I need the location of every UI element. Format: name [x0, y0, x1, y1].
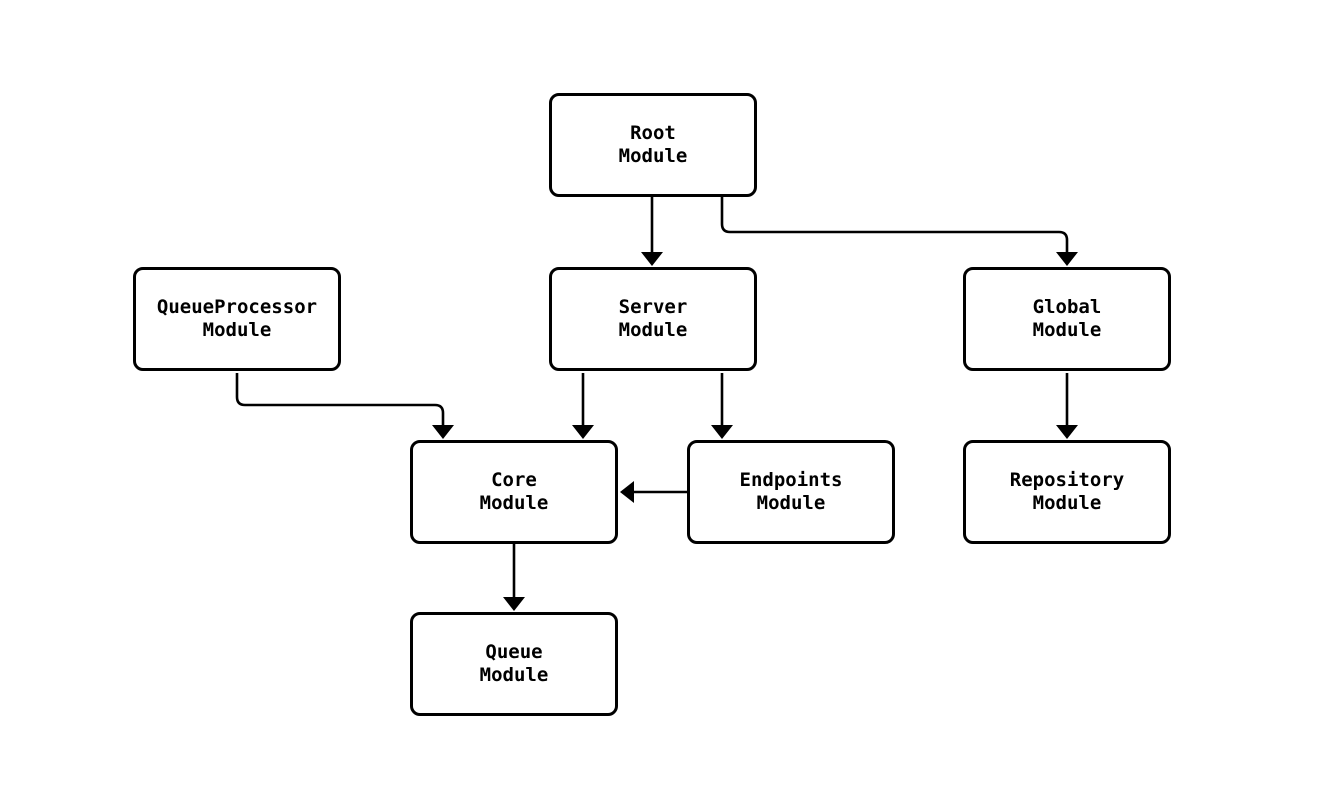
arrowhead-icon — [641, 252, 663, 266]
edge-endpoints-to-core — [620, 481, 687, 503]
node-global-module-label: Global Module — [1032, 296, 1102, 341]
arrowhead-icon — [503, 597, 525, 611]
arrowhead-icon — [572, 425, 594, 439]
arrowhead-icon — [1056, 425, 1078, 439]
node-queue-module-label: Queue Module — [479, 641, 549, 686]
node-global-module: Global Module — [963, 267, 1171, 371]
node-core-module-label: Core Module — [479, 469, 549, 514]
node-core-module: Core Module — [410, 440, 618, 544]
edge-server-to-endpoints — [711, 373, 733, 439]
node-root-module: Root Module — [549, 93, 757, 197]
node-endpoints-module-label: Endpoints Module — [739, 469, 843, 514]
node-server-module-label: Server Module — [618, 296, 688, 341]
node-queueprocessor-module-label: QueueProcessor Module — [156, 296, 318, 341]
edge-root-to-global — [720, 197, 1078, 266]
arrowhead-icon — [620, 481, 634, 503]
arrowhead-icon — [711, 425, 733, 439]
arrowhead-icon — [432, 425, 454, 439]
node-repository-module-label: Repository Module — [1009, 469, 1125, 514]
edge-server-to-core — [572, 373, 594, 439]
arrowhead-icon — [1056, 252, 1078, 266]
edge-root-to-server — [641, 197, 663, 266]
node-endpoints-module: Endpoints Module — [687, 440, 895, 544]
edge-global-to-repository — [1056, 373, 1078, 439]
node-root-module-label: Root Module — [618, 122, 688, 167]
node-server-module: Server Module — [549, 267, 757, 371]
edge-core-to-queue — [503, 543, 525, 611]
node-repository-module: Repository Module — [963, 440, 1171, 544]
edge-queueprocessor-to-core — [235, 373, 454, 439]
node-queueprocessor-module: QueueProcessor Module — [133, 267, 341, 371]
node-queue-module: Queue Module — [410, 612, 618, 716]
